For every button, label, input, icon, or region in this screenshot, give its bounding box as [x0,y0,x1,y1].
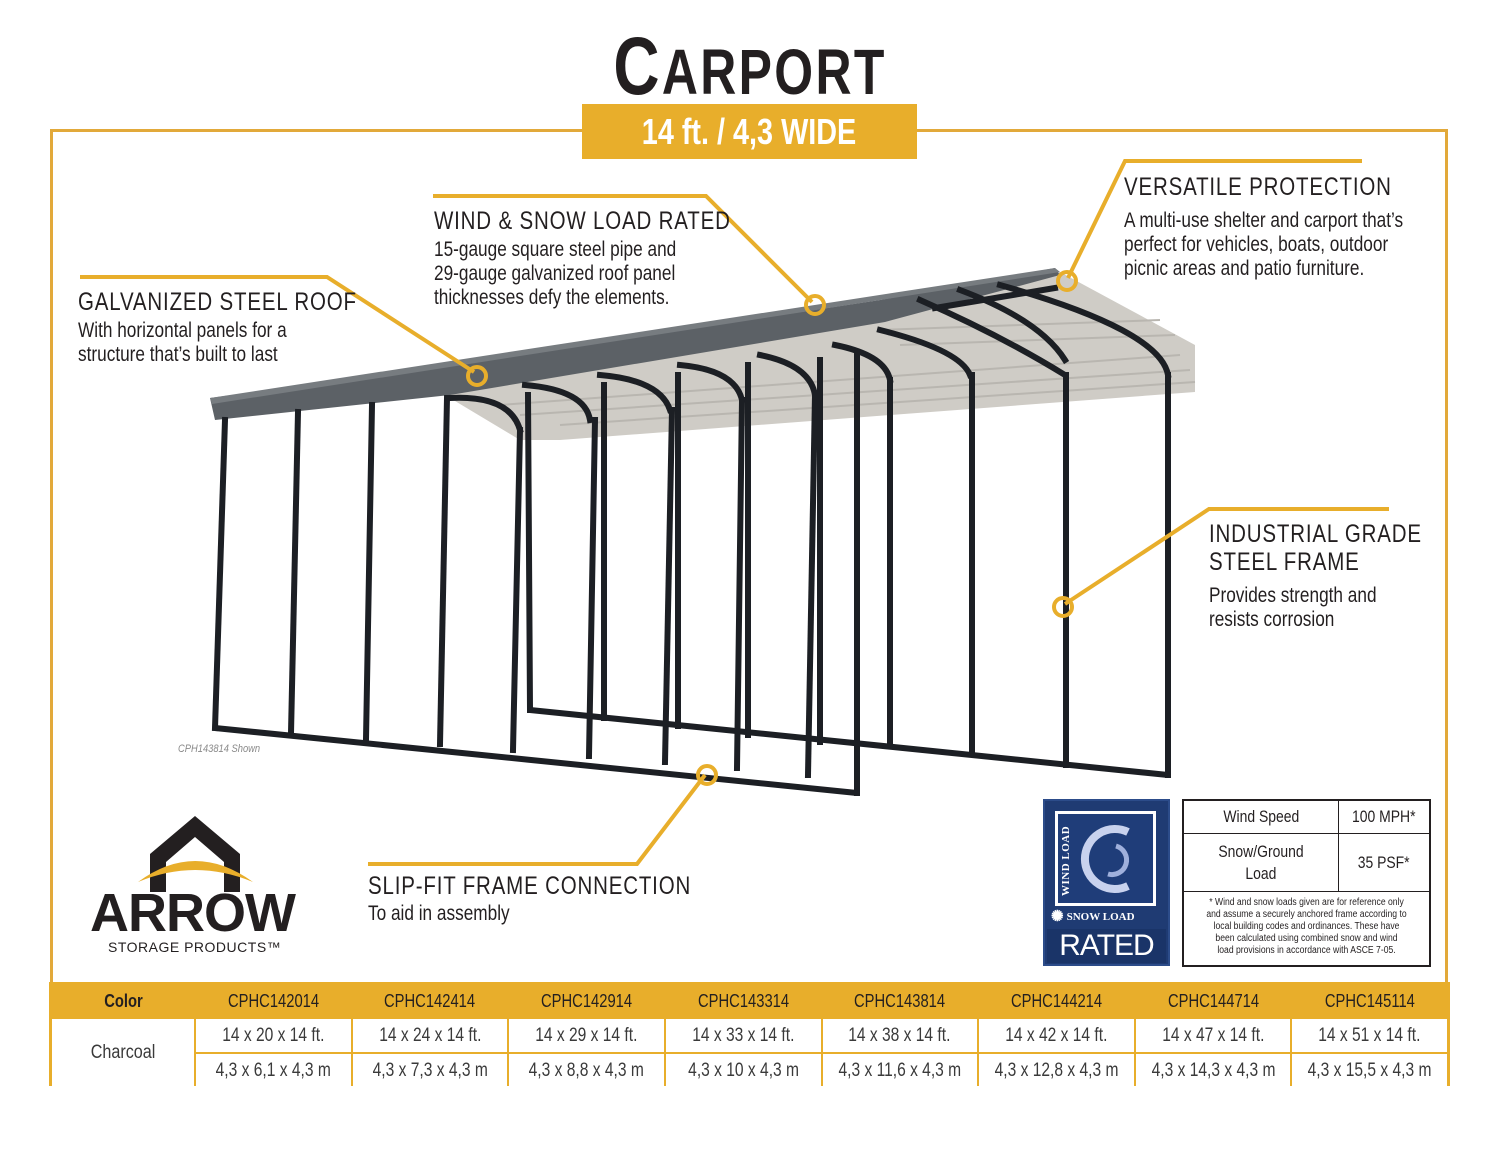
badge-rated-text: RATED [1047,929,1166,963]
metric-size-cell: 4,3 x 14,3 x 4,3 m [1135,1054,1291,1087]
col-header-sku: CPHC144714 [1167,990,1259,1011]
imperial-size-cell: 14 x 24 x 14 ft. [352,1019,508,1052]
imperial-size-cell: 14 x 29 x 14 ft. [509,1019,664,1052]
wind-snow-rated-badge: WIND LOAD ✺ SNOW LOAD RATED [1043,799,1170,966]
callout-body-line: resists corrosion [1209,608,1335,631]
width-banner: 14 ft. / 4,3 WIDE [582,104,917,159]
col-header-sku: CPHC142914 [541,990,633,1011]
load-value: 100 MPH* [1352,807,1416,826]
load-row-wind: Wind Speed 100 MPH* [1184,801,1429,834]
callout-heading: VERSATILE PROTECTION [1124,173,1392,201]
callout-versatile-protection: VERSATILE PROTECTION A multi-use shelter… [1124,173,1464,281]
callout-leader-lines [80,159,1389,866]
callout-body-line: 29-gauge galvanized roof panel [434,262,676,285]
load-label: Snow/Ground Load [1184,834,1339,891]
arrow-logo: ARROW STORAGE PRODUCTS™ [88,812,303,957]
imperial-size-cell: 14 x 42 x 14 ft. [979,1019,1134,1052]
roof-ridge [210,268,1060,404]
frame-legs [211,352,1171,796]
badge-emblem: WIND LOAD [1055,811,1156,906]
frame-leader-line [1063,507,1389,606]
callout-heading: SLIP-FIT FRAME CONNECTION [368,872,692,900]
callout-heading: INDUSTRIAL GRADE [1209,520,1422,548]
metric-size-cell: 4,3 x 7,3 x 4,3 m [352,1054,508,1087]
metric-size-cell: 4,3 x 10 x 4,3 m [665,1054,821,1087]
callout-body-line: picnic areas and patio furniture. [1124,257,1365,280]
callout-body-line: thicknesses defy the elements. [434,286,670,309]
wind-snow-leader-line [433,194,814,304]
col-header-color: Color [103,990,143,1011]
callout-slip-fit: SLIP-FIT FRAME CONNECTION To aid in asse… [368,872,762,926]
imperial-size-cell: 14 x 38 x 14 ft. [822,1019,978,1052]
load-label: Wind Speed [1184,801,1339,833]
imperial-size-cell: 14 x 20 x 14 ft. [196,1019,351,1052]
slip-fit-leader-line [368,773,707,866]
model-spec-table: Color CPHC142014 CPHC142414 CPHC142914 C… [49,982,1450,1087]
wind-snow-marker-icon [804,294,826,316]
title-initial: C [613,21,662,112]
load-disclaimer: * Wind and snow loads given are for refe… [1206,897,1407,956]
callout-steel-frame: INDUSTRIAL GRADE STEEL FRAME Provides st… [1209,520,1469,632]
versatile-leader-line [1066,159,1362,279]
slip-fit-marker-icon [696,764,718,786]
title-rest: ARPORT [661,36,887,108]
color-cell: Charcoal [52,1019,194,1087]
page-title: CARPORT [165,22,1335,117]
imperial-size-cell: 14 x 33 x 14 ft. [665,1019,821,1052]
metric-size-cell: 4,3 x 11,6 x 4,3 m [822,1054,978,1087]
col-header-sku: CPHC145114 [1324,990,1415,1011]
callout-body-line: perfect for vehicles, boats, outdoor [1124,233,1389,256]
callout-wind-snow: WIND & SNOW LOAD RATED 15-gauge square s… [434,207,796,310]
callout-body-line: With horizontal panels for a [78,319,287,342]
logo-wordmark: ARROW [90,883,296,943]
versatile-marker-icon [1056,270,1078,292]
load-value: 35 PSF* [1358,852,1410,872]
callout-heading: GALVANIZED STEEL ROOF [78,288,357,316]
metric-size-cell: 4,3 x 8,8 x 4,3 m [509,1054,664,1087]
callout-heading: STEEL FRAME [1209,548,1360,576]
callout-heading: WIND & SNOW LOAD RATED [434,207,731,235]
callout-galvanized-roof: GALVANIZED STEEL ROOF With horizontal pa… [78,288,418,367]
metric-size-cell: 4,3 x 6,1 x 4,3 m [196,1054,351,1087]
col-header-sku: CPHC142014 [227,990,319,1011]
callout-markers [466,270,1078,786]
imperial-size-cell: 14 x 51 x 14 ft. [1292,1019,1447,1052]
callout-body-line: To aid in assembly [368,902,510,925]
callout-body-line: structure that’s built to last [78,343,278,366]
snowflake-icon: ✺ [1051,909,1064,925]
roof-outer-panel [210,268,1060,420]
roof-rafters [446,281,1172,434]
swirl-icon [1081,825,1130,893]
house-logo-icon [138,816,253,892]
col-header-sku: CPHC142414 [384,990,476,1011]
imperial-size-cell: 14 x 47 x 14 ft. [1135,1019,1291,1052]
width-banner-text: 14 ft. / 4,3 WIDE [642,110,857,152]
callout-body-line: 15-gauge square steel pipe and [434,238,677,261]
metric-size-cell: 4,3 x 15,5 x 4,3 m [1292,1054,1447,1087]
frame-marker-icon [1052,596,1074,618]
load-rating-table: Wind Speed 100 MPH* Snow/Ground Load 35 … [1182,799,1431,967]
roof-leader-line [80,275,476,374]
badge-snow-load: ✺ SNOW LOAD [1051,907,1166,926]
col-header-sku: CPHC143314 [697,990,789,1011]
logo-tagline: STORAGE PRODUCTS™ [108,939,282,955]
load-row-snow: Snow/Ground Load 35 PSF* [1184,834,1429,892]
roof-marker-icon [466,365,488,387]
frame-base-rails [214,707,1169,796]
badge-snow-load-text: SNOW LOAD [1066,910,1135,923]
image-caption: CPH143814 Shown [178,743,261,755]
metric-size-cell: 4,3 x 12,8 x 4,3 m [979,1054,1134,1087]
callout-body-line: A multi-use shelter and carport that’s [1124,209,1404,232]
callout-body-line: Provides strength and [1209,584,1377,607]
col-header-sku: CPHC143814 [854,990,946,1011]
col-header-sku: CPHC144214 [1010,990,1102,1011]
